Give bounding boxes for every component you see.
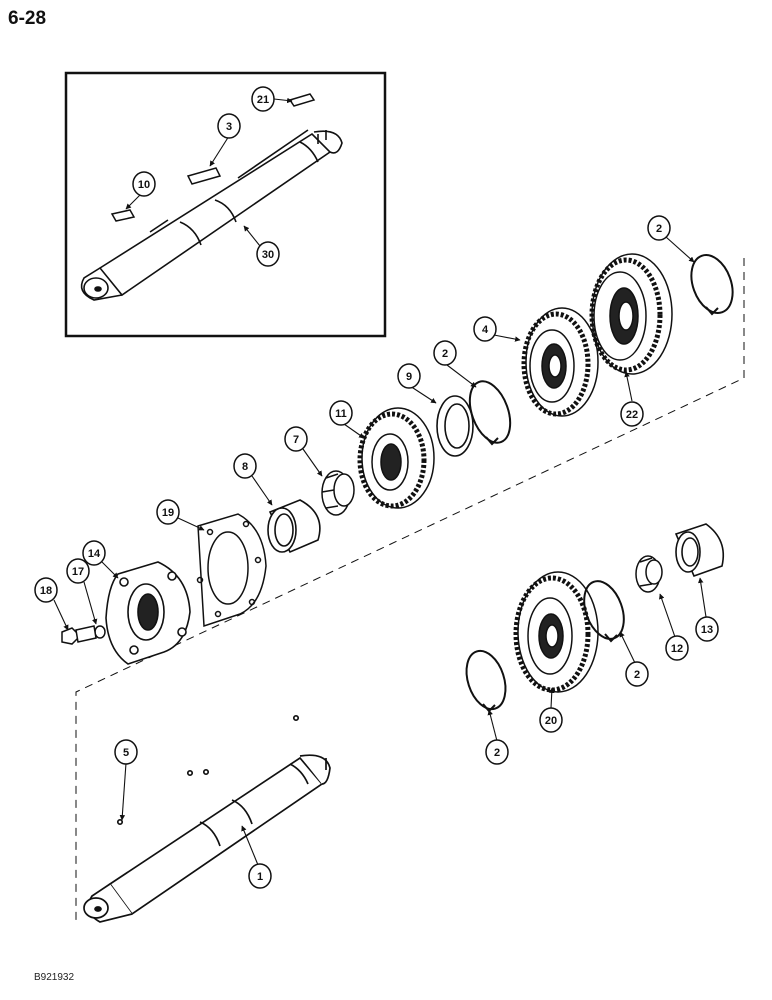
bearing-cone-12 xyxy=(635,555,663,593)
callout-17: 17 xyxy=(66,558,90,584)
gasket-19 xyxy=(196,513,267,628)
svg-text:1: 1 xyxy=(257,871,263,883)
leader-lines xyxy=(53,236,707,866)
callout-8: 8 xyxy=(233,453,257,479)
document-code: B921932 xyxy=(34,972,75,983)
inset-shaft-30 xyxy=(80,129,343,301)
svg-text:2: 2 xyxy=(494,747,500,759)
callout-7: 7 xyxy=(284,426,308,452)
lock-washer-17 xyxy=(94,625,106,639)
svg-text:4: 4 xyxy=(482,324,489,336)
svg-text:22: 22 xyxy=(626,409,638,421)
bearing-retainer-14 xyxy=(105,561,191,665)
svg-text:9: 9 xyxy=(406,371,412,383)
svg-text:13: 13 xyxy=(701,624,713,636)
callout-10: 10 xyxy=(132,171,156,197)
snap-ring-2-lower-left xyxy=(465,649,507,713)
svg-text:21: 21 xyxy=(257,94,269,106)
callout-3: 3 xyxy=(217,113,241,139)
callout-18: 18 xyxy=(34,577,58,603)
svg-text:3: 3 xyxy=(226,121,232,133)
svg-text:10: 10 xyxy=(138,179,150,191)
snap-ring-2-lower-right xyxy=(583,580,625,643)
callout-20: 20 xyxy=(539,707,563,733)
cap-screw-18 xyxy=(61,625,97,645)
callout-21: 21 xyxy=(251,86,275,112)
callout-13: 13 xyxy=(695,616,719,642)
callout-2-top: 2 xyxy=(647,215,671,241)
callout-4: 4 xyxy=(473,316,497,342)
svg-text:18: 18 xyxy=(40,585,52,597)
callout-22: 22 xyxy=(620,401,644,427)
callout-5: 5 xyxy=(114,739,138,765)
svg-text:8: 8 xyxy=(242,461,248,473)
svg-text:20: 20 xyxy=(545,715,557,727)
callout-30: 30 xyxy=(256,241,280,267)
snap-ring-2-top xyxy=(690,254,734,316)
inset-keys xyxy=(110,93,316,222)
bearing-cone-7 xyxy=(321,470,355,516)
svg-text:30: 30 xyxy=(262,249,274,261)
svg-text:5: 5 xyxy=(123,747,129,759)
svg-text:14: 14 xyxy=(88,548,101,560)
callout-2-lower-right: 2 xyxy=(625,661,649,687)
svg-text:7: 7 xyxy=(293,434,299,446)
gear-4 xyxy=(521,307,599,417)
callout-14: 14 xyxy=(82,540,106,566)
assembly-dashed-line xyxy=(75,258,745,920)
thrust-washer-9 xyxy=(436,395,474,457)
page-number: 6-28 xyxy=(8,8,47,29)
svg-text:12: 12 xyxy=(671,643,683,655)
callout-11: 11 xyxy=(329,400,353,426)
gear-22 xyxy=(589,253,673,375)
bearing-cup-13 xyxy=(674,523,725,578)
callout-19: 19 xyxy=(156,499,180,525)
callout-2-middle: 2 xyxy=(433,340,457,366)
svg-text:2: 2 xyxy=(442,348,448,360)
svg-text:2: 2 xyxy=(634,669,640,681)
callout-2-lower-left: 2 xyxy=(485,739,509,765)
callout-9: 9 xyxy=(397,363,421,389)
countershaft-1 xyxy=(83,714,331,923)
svg-text:17: 17 xyxy=(72,566,84,578)
gear-11 xyxy=(357,407,435,509)
svg-text:2: 2 xyxy=(656,223,662,235)
bearing-cup-8 xyxy=(267,499,321,554)
inset-frame xyxy=(64,71,387,338)
callout-12: 12 xyxy=(665,635,689,661)
svg-text:11: 11 xyxy=(335,408,347,420)
svg-text:19: 19 xyxy=(162,507,174,519)
callout-1: 1 xyxy=(248,863,272,889)
